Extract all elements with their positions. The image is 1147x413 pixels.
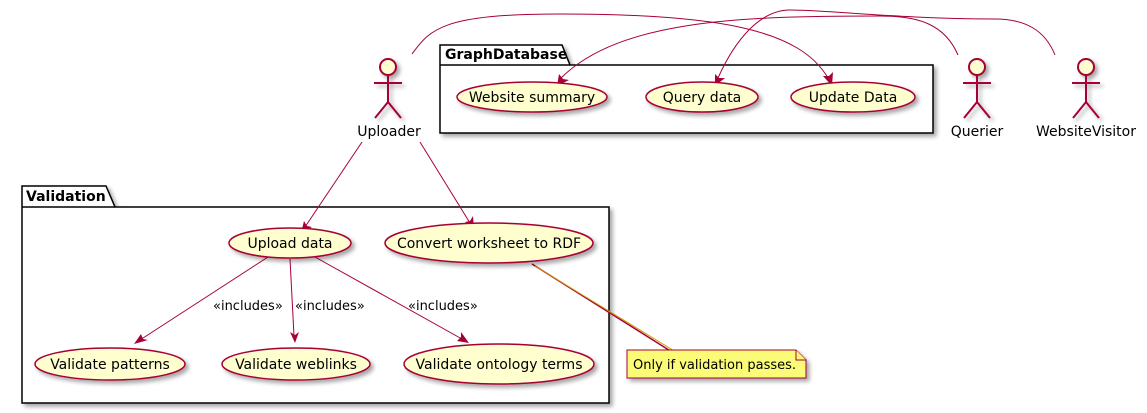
usecase-label-query-data: Query data: [663, 90, 742, 106]
actor-label-uploader: Uploader: [357, 124, 421, 140]
edge-include-weblinks: [289, 258, 295, 337]
arrowhead: [134, 334, 148, 344]
usecase-query-data[interactable]: [645, 81, 759, 113]
usecase-label-validate-weblinks: Validate weblinks: [235, 357, 357, 373]
usecase-validate-weblinks[interactable]: [221, 347, 371, 381]
usecase-label-website-summary: Website summary: [469, 90, 595, 106]
edge-uploader-convert: [419, 141, 471, 224]
usecase-validate-patterns[interactable]: [34, 347, 186, 381]
usecase-label-upload-data: Upload data: [247, 236, 332, 252]
usecase-label-update-data: Update Data: [809, 90, 898, 106]
edge-uploader-update-data: [411, 13, 829, 79]
package-title-validation: Validation: [26, 189, 106, 205]
package-title-graph-database: GraphDatabase: [445, 47, 567, 63]
edge-visitor-query-data: [717, 9, 1056, 79]
actor-label-website-visitor: WebsiteVisitor: [1036, 124, 1136, 140]
include-label-ontology: «includes»: [408, 299, 478, 314]
usecase-website-summary[interactable]: [456, 81, 608, 113]
usecase-convert-worksheet[interactable]: [384, 222, 594, 264]
edge-include-patterns: [139, 256, 269, 341]
arrowhead: [457, 332, 469, 343]
usecase-label-convert-worksheet: Convert worksheet to RDF: [397, 236, 581, 252]
usecase-upload-data[interactable]: [228, 227, 352, 259]
include-label-patterns: «includes»: [213, 299, 283, 314]
edge-include-ontology: [314, 256, 463, 340]
actor-label-querier: Querier: [951, 124, 1004, 140]
arrowhead: [290, 332, 299, 343]
note-validation: [626, 349, 807, 379]
actor-querier[interactable]: [963, 58, 991, 119]
usecase-label-validate-patterns: Validate patterns: [50, 357, 170, 373]
edge-uploader-upload-data: [304, 141, 363, 228]
include-label-weblinks: «includes»: [295, 299, 365, 314]
actor-uploader[interactable]: [374, 58, 402, 119]
note-text: Only if validation passes.: [633, 358, 796, 373]
usecase-label-validate-ontology: Validate ontology terms: [416, 357, 583, 373]
usecase-validate-ontology[interactable]: [403, 343, 595, 385]
actor-website-visitor[interactable]: [1072, 58, 1100, 119]
edge-querier-website-summary: [560, 15, 959, 79]
edge-note-link-shadow: [534, 265, 677, 353]
usecase-update-data[interactable]: [790, 81, 916, 113]
